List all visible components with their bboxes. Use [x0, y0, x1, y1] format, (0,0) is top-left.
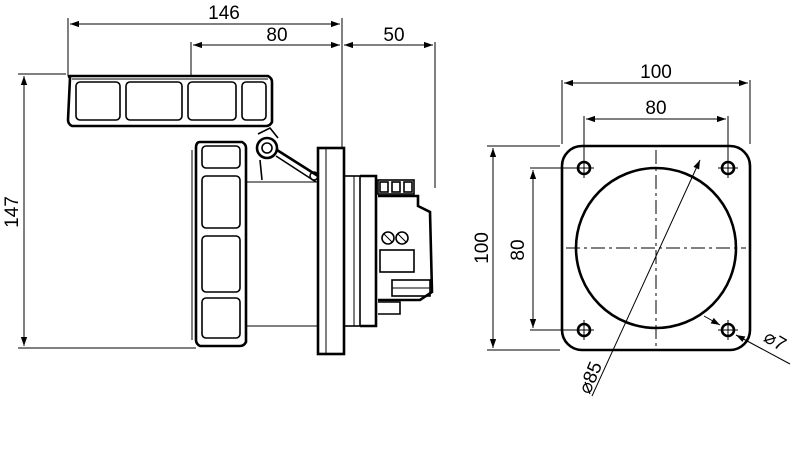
dim-overall-height: 147 [2, 196, 23, 228]
dim-overall-width: 146 [208, 3, 240, 24]
dim-lid-width: 80 [266, 25, 287, 46]
hinge [246, 126, 319, 327]
leader-diameter-cutout [591, 159, 701, 397]
front-view: 100 80 100 80 ⌀85 [472, 62, 791, 397]
leader-diameter-holes [703, 315, 721, 326]
dim-plate-height: 100 [472, 232, 493, 264]
dim-hole-spacing-x: 80 [645, 98, 666, 119]
mounting-holes [574, 158, 738, 340]
lid-horizontal [66, 74, 274, 128]
dim-diameter-cutout: ⌀85 [575, 359, 607, 397]
dim-hole-spacing-y: 80 [508, 239, 529, 260]
lid-vertical [191, 140, 248, 348]
dim-diameter-holes: ⌀7 [760, 327, 790, 356]
side-view: 146 80 50 147 [2, 3, 436, 356]
flange [316, 146, 361, 356]
dim-body-depth: 50 [383, 25, 404, 46]
mounting-plate [560, 144, 752, 352]
terminal-block [360, 174, 434, 328]
dim-plate-width: 100 [640, 62, 672, 83]
